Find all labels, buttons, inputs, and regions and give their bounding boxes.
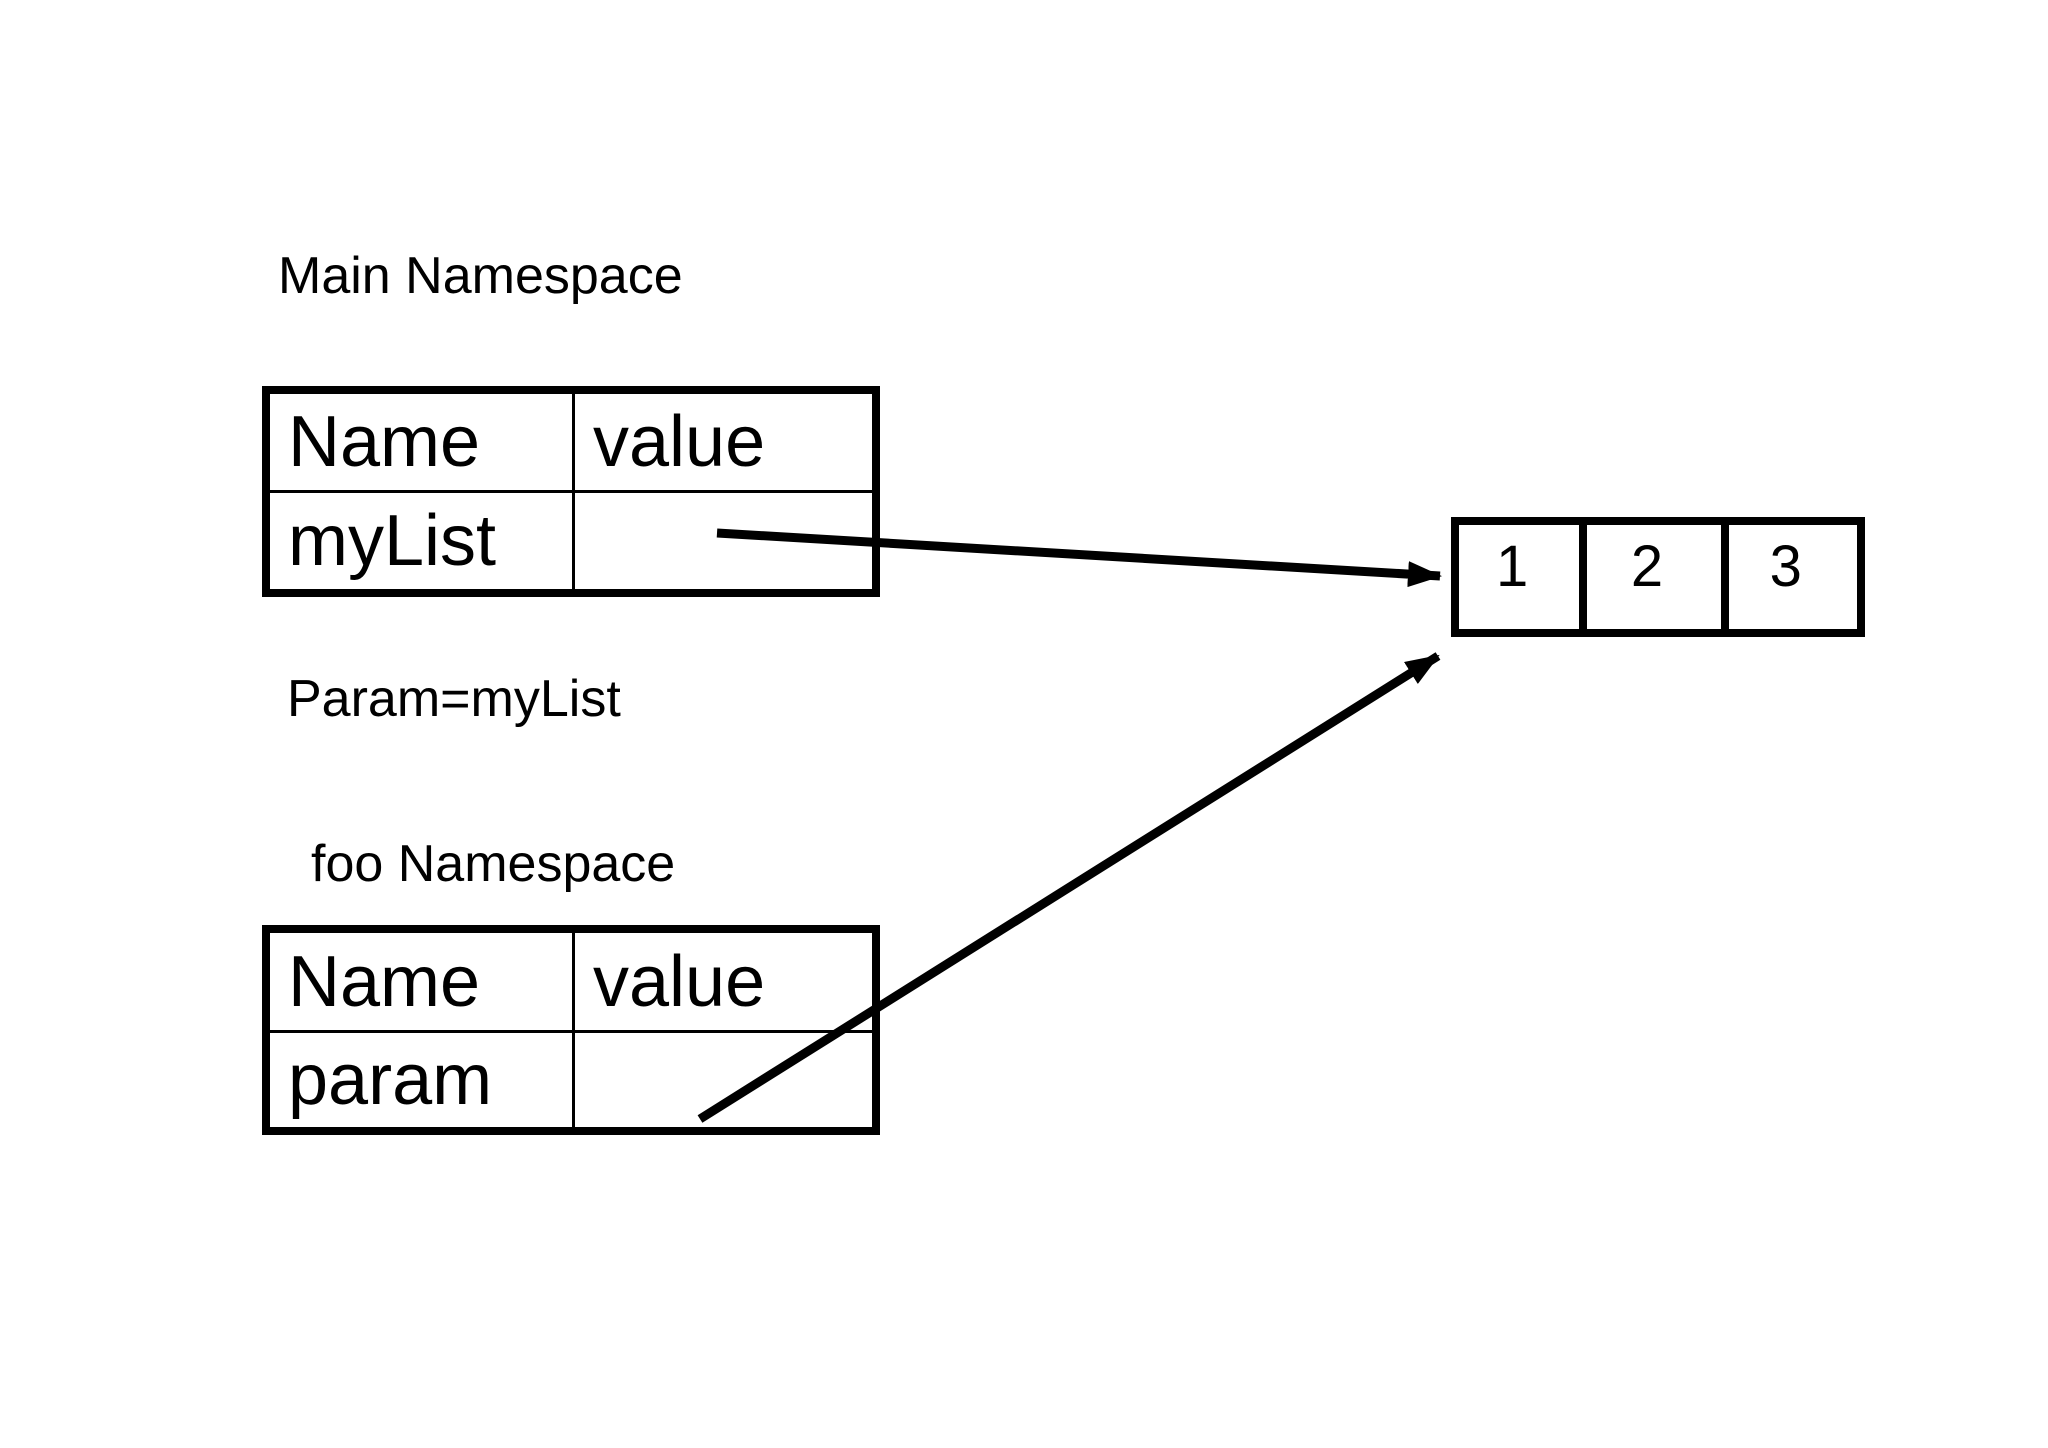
- list-cell-3: 3: [1769, 534, 1802, 599]
- foo-namespace-table: Name value param: [262, 925, 880, 1135]
- main-table-row-value-mylist: [575, 493, 872, 589]
- list-cell-2: 2: [1587, 525, 1729, 629]
- foo-table-header-value: value: [575, 933, 872, 1033]
- main-table-header-value: value: [575, 394, 872, 493]
- assignment-label: Param=myList: [287, 670, 621, 728]
- main-namespace-title: Main Namespace: [278, 247, 683, 305]
- main-table-row-name-mylist: myList: [270, 493, 575, 589]
- main-namespace-table: Name value myList: [262, 386, 880, 597]
- foo-namespace-title: foo Namespace: [311, 835, 676, 893]
- list-object: 1 2 3: [1451, 517, 1865, 637]
- list-cell-1: 1: [1459, 525, 1588, 629]
- foo-table-header-name: Name: [270, 933, 575, 1033]
- foo-table-row-name-param: param: [270, 1033, 575, 1127]
- foo-table-row-value-param: [575, 1033, 872, 1127]
- main-table-header-name: Name: [270, 394, 575, 493]
